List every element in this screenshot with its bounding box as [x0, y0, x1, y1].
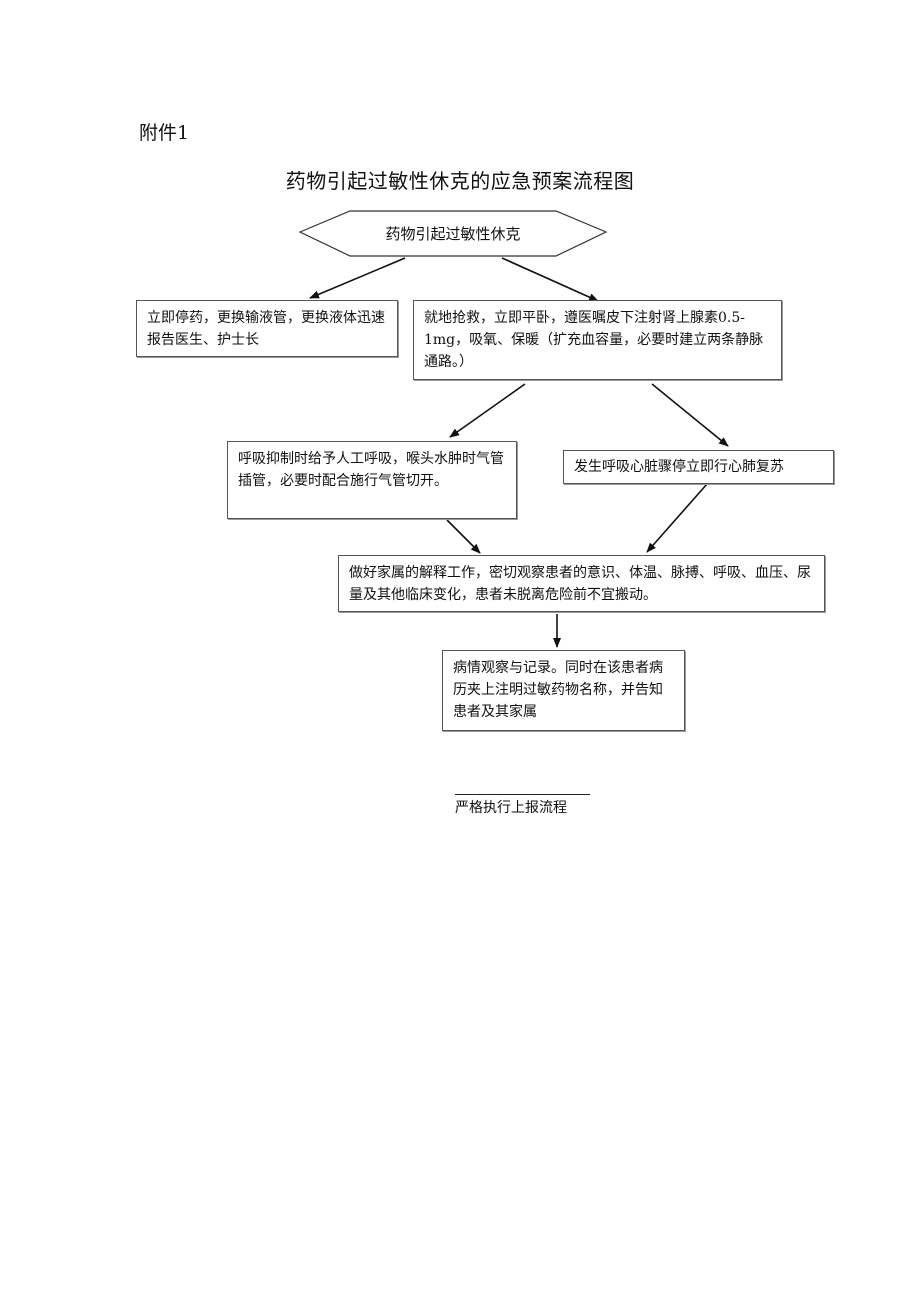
start-node: 药物引起过敏性休克: [385, 224, 521, 243]
record-node: 病情观察与记录。同时在该患者病历夹上注明过敏药物名称，并告知患者及其家属: [442, 650, 685, 731]
stop-drug-node: 立即停药，更换输液管，更换液体迅速报告医生、护士长: [136, 300, 398, 357]
family-explanation-node: 做好家属的解释工作，密切观察患者的意识、体温、脉搏、呼吸、血压、尿量及其他临床变…: [338, 555, 825, 612]
page-title: 药物引起过敏性休克的应急预案流程图: [285, 169, 635, 193]
rescue-node: 就地抢救，立即平卧，遵医嘱皮下注射肾上腺素0.5-1mg，吸氧、保暖（扩充血容量…: [413, 300, 782, 380]
arrow-respiratory-to-family: [446, 519, 481, 554]
arrow-rescue-to-cpr: [651, 383, 729, 447]
attachment-label: 附件1: [139, 122, 190, 144]
arrow-rescue-to-respiratory: [449, 383, 526, 438]
arrow-start-to-rescue: [501, 257, 599, 302]
respiratory-support-node: 呼吸抑制时给予人工呼吸，喉头水肿时气管插管，必要时配合施行气管切开。: [227, 441, 517, 519]
arrow-cpr-to-family: [646, 483, 708, 553]
footer-rule: [455, 794, 590, 795]
start-node-hexagon: [298, 210, 608, 257]
footer-text: 严格执行上报流程: [455, 800, 567, 816]
arrow-start-to-stop-drug: [309, 257, 406, 299]
cpr-node: 发生呼吸心脏骤停立即行心肺复苏: [563, 450, 834, 484]
